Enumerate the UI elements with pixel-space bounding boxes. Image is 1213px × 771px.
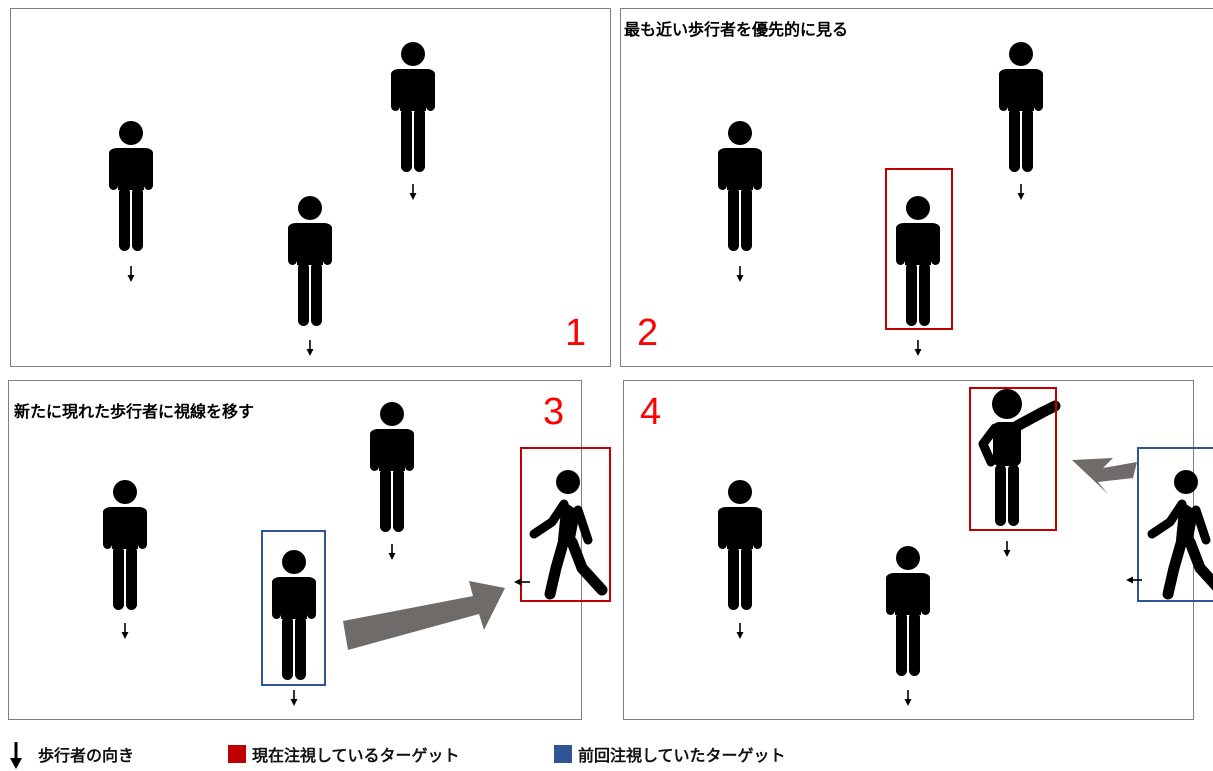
pedestrian-waving-icon bbox=[983, 389, 1055, 526]
direction-arrow-icon bbox=[408, 183, 418, 201]
panel-number: 1 bbox=[565, 312, 587, 354]
pedestrian-standing-icon bbox=[896, 196, 940, 326]
pedestrian-standing-icon bbox=[103, 480, 147, 610]
previous-target-swatch bbox=[554, 745, 572, 763]
legend-direction: 歩行者の向き bbox=[38, 740, 134, 768]
pedestrian-walking-icon bbox=[1152, 470, 1213, 594]
direction-arrow-icon bbox=[387, 543, 397, 561]
pedestrian-standing-icon bbox=[370, 402, 414, 532]
legend-current-target-label: 現在注視しているターゲット bbox=[252, 746, 460, 765]
current-target-swatch bbox=[228, 745, 246, 763]
pedestrian-standing-icon bbox=[391, 42, 435, 172]
pedestrian-standing-icon bbox=[886, 546, 930, 676]
direction-arrow-icon bbox=[120, 622, 130, 640]
direction-arrow-icon bbox=[903, 689, 913, 707]
pedestrian-walking-icon bbox=[534, 470, 602, 594]
pedestrian-standing-icon bbox=[718, 121, 762, 251]
pedestrian-standing-icon bbox=[999, 42, 1043, 172]
panel-number: 2 bbox=[637, 312, 659, 354]
previous-target-box bbox=[1137, 447, 1213, 602]
direction-arrow-icon bbox=[305, 339, 315, 357]
pedestrian-standing-icon bbox=[718, 480, 762, 610]
direction-arrow-icon bbox=[735, 622, 745, 640]
gaze-shift-arrow-icon bbox=[1072, 458, 1137, 494]
panel-number: 3 bbox=[543, 391, 565, 433]
panel-title: 最も近い歩行者を優先的に見る bbox=[624, 20, 849, 39]
pedestrian-standing-icon bbox=[272, 550, 316, 680]
panel-title: 新たに現れた歩行者に視線を移す bbox=[14, 402, 255, 421]
current-target-box bbox=[520, 447, 611, 602]
direction-arrow-icon bbox=[1016, 183, 1026, 201]
direction-arrow-icon bbox=[126, 265, 136, 283]
direction-arrow-icon bbox=[1125, 575, 1143, 585]
current-target-box bbox=[969, 387, 1057, 531]
gaze-shift-arrow-icon bbox=[343, 581, 505, 650]
direction-arrow-icon bbox=[913, 339, 923, 357]
direction-arrow-icon bbox=[1002, 540, 1012, 558]
direction-arrow-icon bbox=[735, 265, 745, 283]
legend-direction-label: 歩行者の向き bbox=[38, 746, 135, 765]
pedestrian-standing-icon bbox=[109, 121, 153, 251]
current-target-box bbox=[885, 168, 953, 330]
panel-number: 4 bbox=[640, 391, 662, 433]
legend-previous-target: 前回注視していたターゲット bbox=[554, 740, 786, 768]
pedestrian-standing-icon bbox=[288, 196, 332, 326]
previous-target-box bbox=[261, 530, 326, 686]
direction-arrow-icon bbox=[289, 689, 299, 707]
legend-direction-arrow-icon bbox=[10, 742, 22, 769]
legend-previous-target-label: 前回注視していたターゲット bbox=[578, 746, 786, 765]
legend-current-target: 現在注視しているターゲット bbox=[228, 740, 460, 768]
